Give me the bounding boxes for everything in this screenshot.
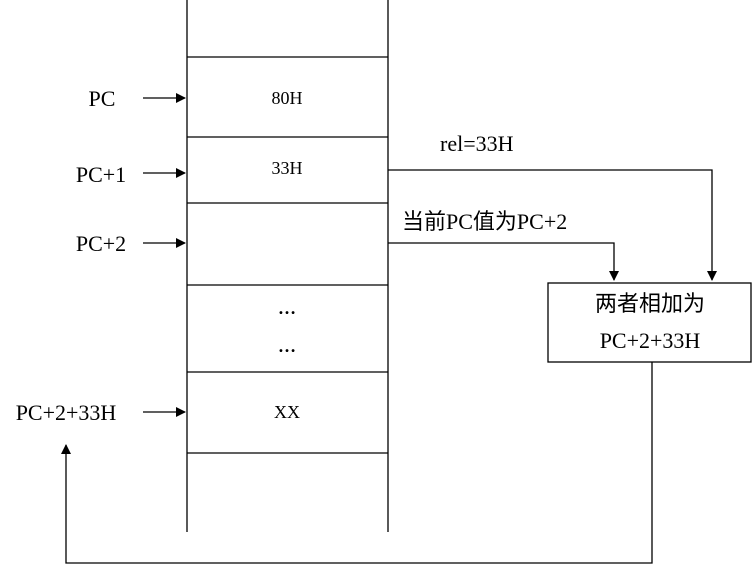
sum-box-line1: 两者相加为: [595, 291, 705, 316]
pointer-target: PC+2+33H: [16, 400, 117, 425]
pointer-pc-plus-1: PC+1: [76, 162, 126, 187]
cell-xx: XX: [274, 402, 300, 422]
flow-lines: [61, 169, 752, 564]
ellipsis-1: …: [278, 298, 296, 318]
cell-33h: 33H: [272, 158, 303, 178]
pointer-pc-plus-2: PC+2: [76, 231, 126, 256]
current-pc-label: 当前PC值为PC+2: [402, 209, 567, 234]
cell-80h: 80H: [272, 88, 303, 108]
memory-column: [186, 0, 389, 532]
pointer-pc: PC: [89, 86, 116, 111]
pointer-arrows: [143, 93, 186, 417]
ellipsis-2: …: [278, 336, 296, 356]
rel-label: rel=33H: [440, 131, 514, 156]
sum-box-line2: PC+2+33H: [600, 328, 701, 353]
